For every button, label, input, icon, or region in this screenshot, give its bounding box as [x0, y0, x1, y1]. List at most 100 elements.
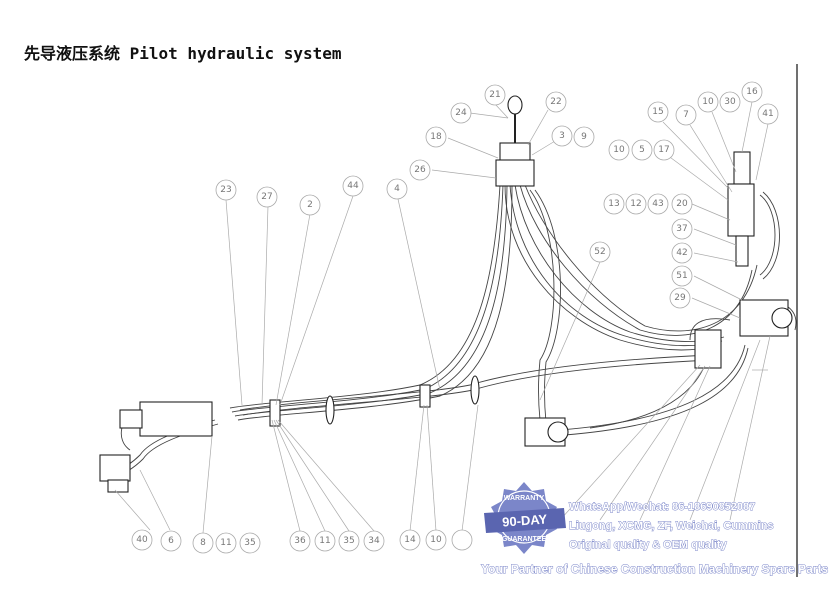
callout-10b: 10 [608, 139, 630, 161]
callout-2: 2 [299, 194, 321, 216]
svg-text:10: 10 [613, 145, 625, 155]
callout-8b: 11 [314, 530, 336, 552]
svg-text:3: 3 [559, 131, 565, 141]
svg-text:21: 21 [489, 90, 500, 100]
svg-text:34: 34 [368, 536, 380, 546]
callout-7: 7 [675, 104, 697, 126]
svg-text:51: 51 [676, 271, 687, 281]
svg-text:10: 10 [430, 535, 442, 545]
svg-text:44: 44 [347, 181, 359, 191]
pilot-joystick [495, 95, 535, 187]
diagram-title: 先导液压系统 Pilot hydraulic system [24, 44, 342, 63]
left-valve-assembly [119, 401, 213, 437]
callout-1: 5 [631, 139, 653, 161]
svg-text:41: 41 [762, 109, 773, 119]
svg-text:16: 16 [746, 87, 758, 97]
callout-42: 51 [671, 265, 693, 287]
svg-text:10: 10 [702, 97, 714, 107]
accumulator-assembly [727, 151, 755, 267]
svg-text:35: 35 [343, 536, 354, 546]
callout-29: 40 [131, 529, 153, 551]
svg-text:2: 2 [307, 200, 313, 210]
svg-text:8: 8 [200, 538, 206, 548]
svg-text:15: 15 [652, 107, 663, 117]
callout-51: 29 [669, 287, 691, 309]
svg-text:35: 35 [244, 538, 255, 548]
left-fitting [99, 454, 131, 493]
callout-41: 41 [757, 103, 779, 125]
callout-23: 23 [215, 179, 237, 201]
pilot-valve-block [739, 299, 793, 337]
svg-text:23: 23 [220, 185, 231, 195]
svg-text:5: 5 [639, 145, 645, 155]
callout-group: 21 22 24 18 3 9 26 23 27 2 44 4 52 15 7 … [131, 81, 779, 554]
svg-text:36: 36 [294, 536, 306, 546]
callout-17: 13 [603, 193, 625, 215]
svg-text:6: 6 [168, 536, 174, 546]
svg-text:43: 43 [652, 199, 663, 209]
callout-10: 10 [697, 91, 719, 113]
callout-8: 11 [215, 532, 237, 554]
svg-text:11: 11 [220, 538, 231, 548]
callout-37: 42 [671, 242, 693, 264]
svg-text:42: 42 [676, 248, 687, 258]
guarantee-badge: WARRANTY 90-DAY GUARANTEE [484, 482, 566, 554]
callout-11b: 35 [338, 530, 360, 552]
callout-22: 22 [545, 91, 567, 113]
watermark-quality: Original quality & OEM quality [569, 539, 728, 551]
svg-text:37: 37 [676, 224, 687, 234]
callout-52: 52 [589, 241, 611, 263]
callout-44: 44 [342, 175, 364, 197]
callout-34: 14 [399, 529, 421, 551]
callout-13: 12 [625, 193, 647, 215]
callout-16: 16 [741, 81, 763, 103]
leader-lines [114, 101, 771, 534]
distribution-block [694, 329, 722, 369]
watermark-contact: WhatsApp/Wechat: 86-18690852087 [569, 501, 755, 513]
hose-lines [109, 184, 797, 480]
callout-9: 9 [573, 126, 595, 148]
callout-18: 18 [425, 126, 447, 148]
callout-10c: 10 [425, 529, 447, 551]
callout-26: 26 [409, 159, 431, 181]
watermark-slogan: Your Partner of Chinese Construction Mac… [481, 562, 829, 576]
callout-40: 6 [160, 530, 182, 552]
svg-text:17: 17 [658, 145, 669, 155]
svg-text:18: 18 [430, 132, 442, 142]
badge-top-text: WARRANTY [504, 495, 545, 502]
svg-text:13: 13 [608, 199, 619, 209]
callout-3: 3 [551, 125, 573, 147]
svg-text:20: 20 [676, 199, 688, 209]
callout-15: 15 [647, 101, 669, 123]
svg-text:29: 29 [674, 293, 686, 303]
svg-text:26: 26 [414, 165, 426, 175]
callout-20: 37 [671, 218, 693, 240]
callout-11: 35 [239, 532, 261, 554]
callout-43: 20 [671, 193, 693, 215]
callout-4: 4 [386, 178, 408, 200]
svg-text:14: 14 [404, 535, 416, 545]
svg-text:7: 7 [683, 110, 689, 120]
callout-21: 21 [484, 84, 506, 106]
svg-text:4: 4 [394, 184, 400, 194]
callout-36: 34 [363, 530, 385, 552]
svg-text:27: 27 [261, 192, 272, 202]
watermark-brands: Liugong, XCMG, ZF, Weichai, Cummins [569, 520, 774, 532]
badge-main-text: 90-DAY [502, 511, 548, 529]
svg-text:30: 30 [724, 97, 736, 107]
callout-27: 27 [256, 186, 278, 208]
svg-text:24: 24 [455, 108, 467, 118]
svg-text:11: 11 [319, 536, 330, 546]
lower-valve [524, 417, 569, 447]
svg-text:22: 22 [550, 97, 561, 107]
svg-text:9: 9 [581, 132, 587, 142]
svg-text:40: 40 [136, 535, 148, 545]
callout-35: 36 [289, 530, 311, 552]
callout-30: 30 [719, 91, 741, 113]
svg-text:52: 52 [594, 247, 605, 257]
callout-24: 24 [450, 102, 472, 124]
callout-6: 8 [192, 532, 214, 554]
callout-12: 43 [647, 193, 669, 215]
callout-5: 17 [653, 139, 675, 161]
